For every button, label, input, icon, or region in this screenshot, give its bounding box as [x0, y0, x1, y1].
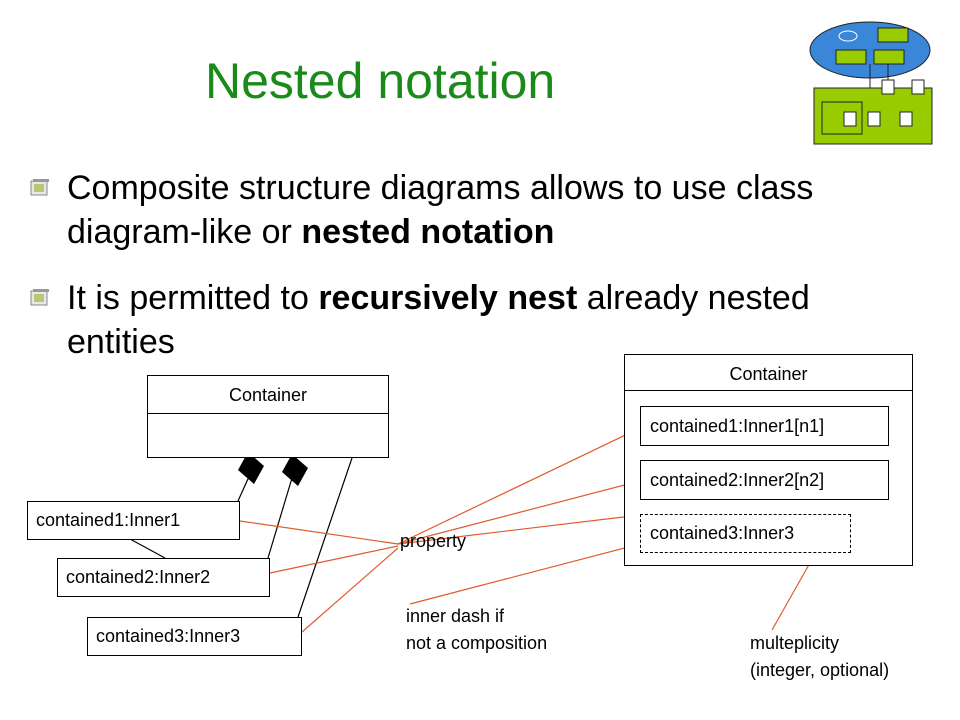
part-label: contained3:Inner3 — [96, 626, 241, 646]
part-label: contained1:Inner1[n1] — [650, 416, 825, 436]
annotation-line — [409, 543, 641, 605]
right-part-inner3: contained3:Inner3 — [640, 514, 851, 553]
annotation-line — [301, 547, 399, 633]
bullet-icon — [30, 289, 49, 306]
diagram-logo-icon — [809, 21, 933, 145]
right-container-divider — [625, 390, 912, 391]
composition-diamond-2 — [282, 454, 308, 486]
right-container-label: Container — [729, 364, 808, 384]
note-inner-dash-line2: not a composition — [406, 633, 548, 653]
part-label: contained3:Inner3 — [650, 523, 795, 543]
right-part-inner2: contained2:Inner2[n2] — [640, 460, 889, 500]
note-property: property — [400, 531, 467, 551]
bullet-icon — [30, 179, 49, 196]
annotation-line — [397, 514, 641, 545]
annotation-line — [397, 480, 641, 545]
bullet-1: Composite structure diagrams allows to u… — [30, 166, 910, 254]
left-container-label: Container — [228, 385, 308, 405]
bullet-1-text: Composite structure diagrams allows to u… — [67, 169, 814, 251]
note-multiplicity-line2: (integer, optional) — [750, 660, 890, 680]
right-part-inner1: contained1:Inner1[n1] — [640, 406, 889, 446]
left-container-box: Container — [147, 375, 389, 458]
annotation-line — [397, 427, 641, 545]
slide-title: Nested notation — [205, 53, 556, 109]
part-label: contained1:Inner1 — [36, 510, 181, 530]
left-part-inner1: contained1:Inner1 — [27, 501, 240, 540]
left-part-inner3: contained3:Inner3 — [87, 617, 302, 656]
inner1-inner2-link — [129, 538, 166, 559]
left-part-inner2: contained2:Inner2 — [57, 558, 270, 597]
composition-diamond-1 — [238, 452, 264, 484]
note-multiplicity-line1: multeplicity — [750, 633, 840, 653]
part-label: contained2:Inner2[n2] — [650, 470, 825, 490]
composition-line-2 — [267, 477, 293, 559]
annotation-line — [269, 545, 399, 574]
note-inner-dash-line1: inner dash if — [406, 606, 505, 626]
annotation-line — [239, 520, 399, 545]
bullet-2: It is permitted to recursively nest alre… — [30, 276, 910, 364]
bullet-2-text: It is permitted to recursively nest alre… — [67, 279, 810, 361]
association-line-3 — [297, 457, 353, 618]
part-label: contained2:Inner2 — [66, 567, 211, 587]
left-container-divider — [148, 413, 388, 414]
